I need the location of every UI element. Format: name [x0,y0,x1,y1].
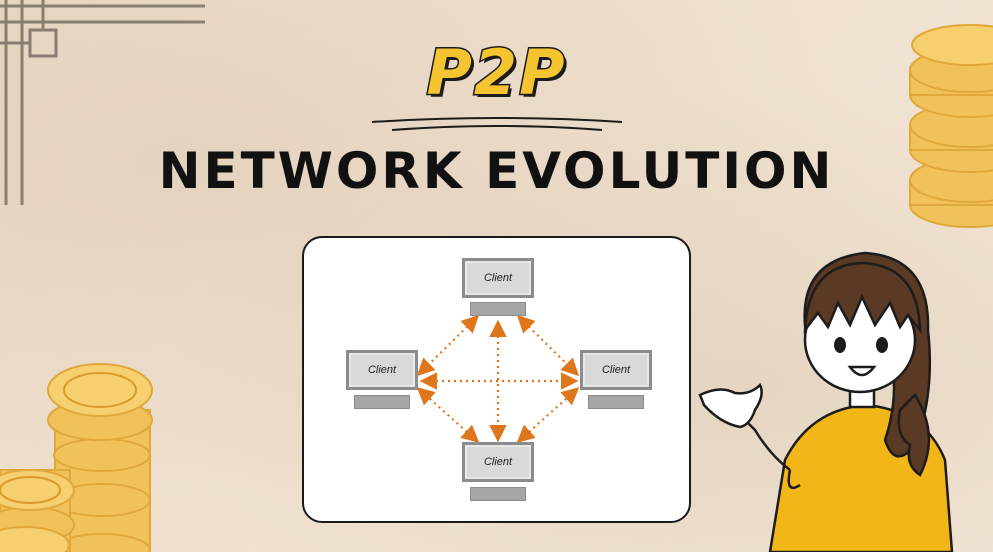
client-node-bottom: Client [462,442,534,482]
title-network-evolution: NETWORK EVOLUTION [158,142,835,200]
arrow-top-right [516,314,580,377]
arrow-bottom-right [516,387,580,443]
client-base [470,487,526,501]
coin-stack-bottom-left [0,363,153,552]
client-label: Client [601,364,631,376]
client-label: Client [483,272,513,284]
client-node-right: Client [580,350,652,390]
client-node-top: Client [462,258,534,298]
arrow-top-left [416,314,480,377]
client-base [354,395,410,409]
connection-arrows [416,314,580,443]
client-base [588,395,644,409]
client-base [470,302,526,316]
presenter-girl-illustration [698,251,954,552]
coin-stack-top-right [909,24,993,228]
arrow-bottom-left [416,387,480,443]
title-underline-decoration [371,117,623,131]
corner-frame-decoration [0,0,205,205]
client-label: Client [367,364,397,376]
client-label: Client [483,456,513,468]
p2p-diagram-card: Client Client Client Client [302,236,691,523]
client-node-left: Client [346,350,418,390]
title-p2p: P2P [425,35,567,111]
